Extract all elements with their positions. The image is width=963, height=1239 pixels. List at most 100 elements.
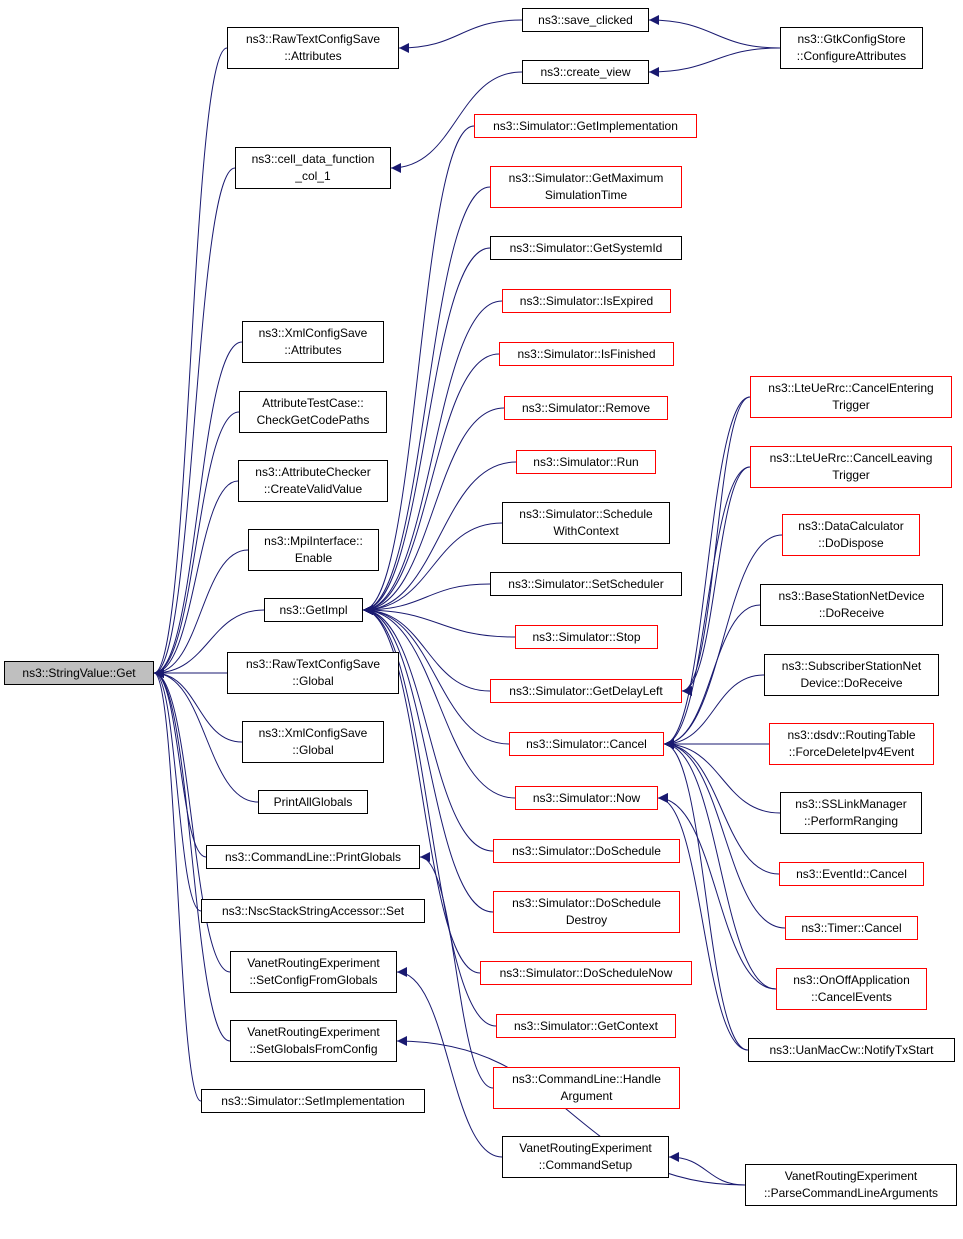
edge-save-clicked-to-rtcs-attr <box>398 19 523 53</box>
node-xml-global[interactable]: ns3::XmlConfigSave ::Global <box>242 721 384 763</box>
node-label: ns3::Simulator::Schedule WithContext <box>519 507 653 538</box>
edge-sim-setsched-to-getimpl <box>362 583 491 615</box>
node-label: ns3::XmlConfigSave ::Attributes <box>258 326 368 357</box>
node-save-clicked[interactable]: ns3::save_clicked <box>522 8 649 32</box>
edge-sim-stop-to-getimpl <box>362 605 516 638</box>
node-attr-checker[interactable]: ns3::AttributeChecker ::CreateValidValue <box>238 460 388 502</box>
node-sim-setimpl[interactable]: ns3::Simulator::SetImplementation <box>201 1089 425 1113</box>
node-sim-getimpl[interactable]: ns3::Simulator::GetImplementation <box>474 114 697 138</box>
node-label: ns3::SubscriberStationNet Device::DoRece… <box>781 659 922 690</box>
node-label: ns3::create_view <box>540 64 631 79</box>
edge-sim-delay-to-getimpl <box>362 605 491 692</box>
node-sim-getctx[interactable]: ns3::Simulator::GetContext <box>496 1014 676 1038</box>
node-label: ns3::Simulator::GetSystemId <box>509 240 663 255</box>
node-getimpl[interactable]: ns3::GetImpl <box>264 598 363 622</box>
node-label: ns3::Simulator::Run <box>533 454 639 469</box>
node-print-all[interactable]: PrintAllGlobals <box>258 790 368 814</box>
node-sim-cancel[interactable]: ns3::Simulator::Cancel <box>509 732 664 756</box>
edge-sim-schedctx-to-getimpl <box>362 522 503 615</box>
node-label: ns3::RawTextConfigSave ::Attributes <box>245 32 381 63</box>
node-label: ns3::MpiInterface:: Enable <box>264 534 363 565</box>
node-label: ns3::Simulator::Remove <box>521 400 651 415</box>
node-sim-dosched[interactable]: ns3::Simulator::DoSchedule <box>493 839 680 863</box>
node-gtk-cfg[interactable]: ns3::GtkConfigStore ::ConfigureAttribute… <box>780 27 923 69</box>
node-uanmac[interactable]: ns3::UanMacCw::NotifyTxStart <box>748 1038 955 1062</box>
edge-attr-checker-to-root <box>153 480 239 678</box>
node-sim-now[interactable]: ns3::Simulator::Now <box>515 786 658 810</box>
node-cmd-handle[interactable]: ns3::CommandLine::Handle Argument <box>493 1067 680 1109</box>
node-label: ns3::StringValue::Get <box>22 665 136 680</box>
edge-onoff-cancel-to-sim-cancel <box>663 739 777 990</box>
edge-sim-getimpl-to-getimpl <box>362 125 475 615</box>
node-sim-isexp[interactable]: ns3::Simulator::IsExpired <box>502 289 671 313</box>
node-label: ns3::AttributeChecker ::CreateValidValue <box>255 465 371 496</box>
node-timer-cancel[interactable]: ns3::Timer::Cancel <box>785 916 918 940</box>
node-sim-schedctx[interactable]: ns3::Simulator::Schedule WithContext <box>502 502 670 544</box>
node-dc-dispose[interactable]: ns3::DataCalculator ::DoDispose <box>782 514 920 556</box>
node-label: PrintAllGlobals <box>273 794 353 809</box>
node-label: ns3::Simulator::IsExpired <box>519 293 654 308</box>
node-sim-remove[interactable]: ns3::Simulator::Remove <box>504 396 668 420</box>
node-label: ns3::Simulator::SetImplementation <box>221 1093 405 1108</box>
edge-sim-doschednow-to-getimpl <box>362 605 481 974</box>
node-sim-run[interactable]: ns3::Simulator::Run <box>516 450 656 474</box>
node-sim-getmax[interactable]: ns3::Simulator::GetMaximum SimulationTim… <box>490 166 682 208</box>
node-dsdv-force[interactable]: ns3::dsdv::RoutingTable ::ForceDeleteIpv… <box>769 723 934 765</box>
node-root: ns3::StringValue::Get <box>4 661 154 685</box>
node-label: ns3::Simulator::Cancel <box>526 736 647 751</box>
node-label: ns3::Timer::Cancel <box>801 920 902 935</box>
node-label: ns3::EventId::Cancel <box>796 866 907 881</box>
node-label: ns3::cell_data_function _col_1 <box>251 152 375 183</box>
node-label: ns3::RawTextConfigSave ::Global <box>245 657 381 688</box>
node-sim-setsched[interactable]: ns3::Simulator::SetScheduler <box>490 572 682 596</box>
node-sim-stop[interactable]: ns3::Simulator::Stop <box>515 625 658 649</box>
edge-cell-data-to-root <box>153 167 236 678</box>
edge-sim-isfin-to-getimpl <box>362 353 500 615</box>
node-cmd-print[interactable]: ns3::CommandLine::PrintGlobals <box>206 845 420 869</box>
node-label: ns3::OnOffApplication ::CancelEvents <box>793 973 910 1004</box>
edge-vre-cmdsetup-to-vre-setcfg <box>396 967 503 1158</box>
node-vre-cmdsetup[interactable]: VanetRoutingExperiment ::CommandSetup <box>502 1136 669 1178</box>
edge-lte-enter-to-sim-delay <box>681 396 751 696</box>
node-sim-sysid[interactable]: ns3::Simulator::GetSystemId <box>490 236 682 260</box>
edge-sim-getctx-to-getimpl <box>362 605 497 1027</box>
node-xml-attr[interactable]: ns3::XmlConfigSave ::Attributes <box>242 321 384 363</box>
node-rtcs-attr[interactable]: ns3::RawTextConfigSave ::Attributes <box>227 27 399 69</box>
node-vre-setcfg[interactable]: VanetRoutingExperiment ::SetConfigFromGl… <box>230 951 397 993</box>
node-label: ns3::DataCalculator ::DoDispose <box>798 519 904 550</box>
node-ss-link[interactable]: ns3::SSLinkManager ::PerformRanging <box>780 792 922 834</box>
node-lte-leave[interactable]: ns3::LteUeRrc::CancelLeaving Trigger <box>750 446 952 488</box>
node-onoff-cancel[interactable]: ns3::OnOffApplication ::CancelEvents <box>776 968 927 1010</box>
node-vre-setglob[interactable]: VanetRoutingExperiment ::SetGlobalsFromC… <box>230 1020 397 1062</box>
edge-print-all-to-root <box>153 668 259 803</box>
node-attr-test[interactable]: AttributeTestCase:: CheckGetCodePaths <box>239 391 387 433</box>
node-mpi-enable[interactable]: ns3::MpiInterface:: Enable <box>248 529 379 571</box>
node-rtcs-global[interactable]: ns3::RawTextConfigSave ::Global <box>227 652 399 694</box>
node-bs-recv[interactable]: ns3::BaseStationNetDevice ::DoReceive <box>760 584 943 626</box>
node-label: ns3::XmlConfigSave ::Global <box>258 726 368 757</box>
node-lte-enter[interactable]: ns3::LteUeRrc::CancelEntering Trigger <box>750 376 952 418</box>
node-sim-doschedd[interactable]: ns3::Simulator::DoSchedule Destroy <box>493 891 680 933</box>
edge-create-view-to-cell-data <box>390 71 523 173</box>
node-label: ns3::CommandLine::PrintGlobals <box>224 849 402 864</box>
node-label: ns3::Simulator::DoScheduleNow <box>499 965 673 980</box>
node-sim-doschednow[interactable]: ns3::Simulator::DoScheduleNow <box>480 961 692 985</box>
node-sim-delay[interactable]: ns3::Simulator::GetDelayLeft <box>490 679 682 703</box>
node-vre-parse[interactable]: VanetRoutingExperiment ::ParseCommandLin… <box>745 1164 957 1206</box>
node-cell-data[interactable]: ns3::cell_data_function _col_1 <box>235 147 391 189</box>
node-sim-isfin[interactable]: ns3::Simulator::IsFinished <box>499 342 674 366</box>
node-eventid-cancel[interactable]: ns3::EventId::Cancel <box>779 862 924 886</box>
node-label: ns3::Simulator::GetContext <box>513 1018 659 1033</box>
node-label: ns3::NscStackStringAccessor::Set <box>221 903 405 918</box>
node-label: VanetRoutingExperiment ::CommandSetup <box>519 1141 652 1172</box>
node-create-view[interactable]: ns3::create_view <box>522 60 649 84</box>
node-label: ns3::GtkConfigStore ::ConfigureAttribute… <box>796 32 907 63</box>
edge-xml-attr-to-root <box>153 341 243 678</box>
edge-gtk-cfg-to-create-view <box>648 47 781 77</box>
node-ss-recv[interactable]: ns3::SubscriberStationNet Device::DoRece… <box>764 654 939 696</box>
node-label: ns3::Simulator::DoSchedule <box>512 843 661 858</box>
edge-sim-getmax-to-getimpl <box>362 186 491 615</box>
node-nsc-set[interactable]: ns3::NscStackStringAccessor::Set <box>201 899 425 923</box>
edge-vre-parse-to-vre-cmdsetup <box>668 1152 746 1186</box>
